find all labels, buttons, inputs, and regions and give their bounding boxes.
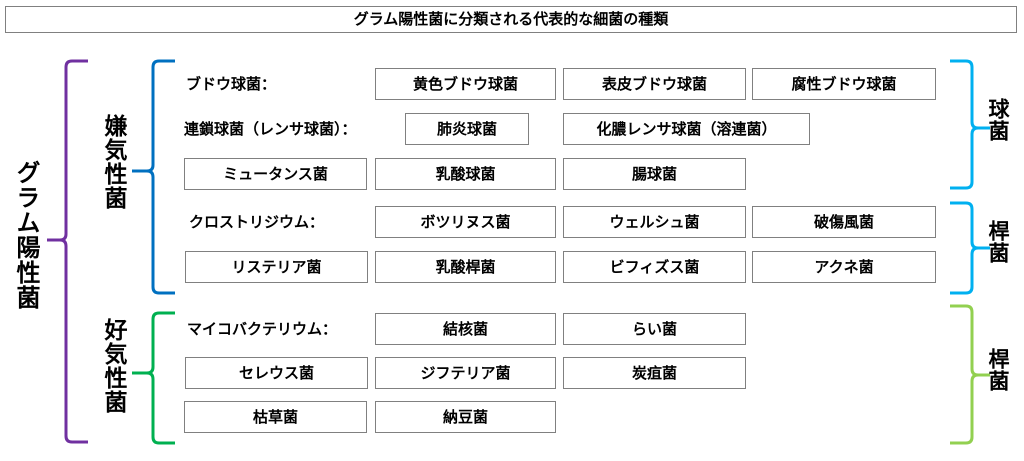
strep-label: 連鎖球菌（レンサ球菌）：	[184, 120, 357, 138]
blue-brace-left	[132, 59, 175, 295]
bacteria-box: セレウス菌	[185, 357, 368, 389]
blue-brace-right-bacilli	[950, 201, 990, 295]
bacteria-box: 化膿レンサ球菌（溶連菌）	[563, 113, 810, 145]
bacteria-box: 乳酸球菌	[375, 158, 556, 190]
anaerobic-label: 嫌気性菌	[100, 114, 126, 210]
green-brace-right-bacilli	[950, 304, 990, 445]
bacteria-box: ミュータンス菌	[184, 158, 367, 190]
bacteria-box: ウェルシュ菌	[563, 206, 746, 238]
aerobic-label: 好気性菌	[100, 318, 126, 414]
green-brace-left	[132, 311, 175, 445]
bacteria-box: ボツリヌス菌	[375, 206, 556, 238]
bacteria-box: 腐性ブドウ球菌	[752, 68, 936, 100]
bacteria-box: 結核菌	[375, 313, 556, 345]
clostridium-label: クロストリジウム：	[189, 213, 325, 231]
bacteria-box: 枯草菌	[184, 401, 367, 433]
bacteria-box: 炭疽菌	[563, 357, 746, 389]
bacteria-box: ビフィズス菌	[563, 251, 746, 283]
bacteria-box: アクネ菌	[752, 251, 936, 283]
bacteria-box: ジフテリア菌	[375, 357, 556, 389]
bacilli-label-aerobic: 桿菌	[986, 348, 1010, 392]
bacteria-box: 腸球菌	[563, 158, 746, 190]
bacteria-box: 表皮ブドウ球菌	[563, 68, 746, 100]
cocci-label: 球菌	[986, 98, 1010, 142]
bacteria-box: 乳酸桿菌	[375, 251, 556, 283]
blue-brace-right-cocci	[950, 59, 990, 190]
purple-brace	[47, 59, 88, 444]
bacteria-box: 納豆菌	[375, 401, 556, 433]
staph-label: ブドウ球菌：	[186, 75, 277, 93]
mycobacterium-label: マイコバクテリウム：	[187, 320, 338, 338]
bacteria-box: 黄色ブドウ球菌	[375, 68, 556, 100]
bacilli-label-anaerobic: 桿菌	[986, 220, 1010, 264]
bacteria-box: 肺炎球菌	[405, 113, 529, 145]
bacteria-box: 破傷風菌	[752, 206, 936, 238]
gram-positive-label: グラム陽性菌	[12, 160, 40, 310]
bacteria-box: リステリア菌	[185, 251, 368, 283]
diagram-title: グラム陽性菌に分類される代表的な細菌の種類	[5, 6, 1017, 33]
bacteria-box: らい菌	[563, 313, 746, 345]
